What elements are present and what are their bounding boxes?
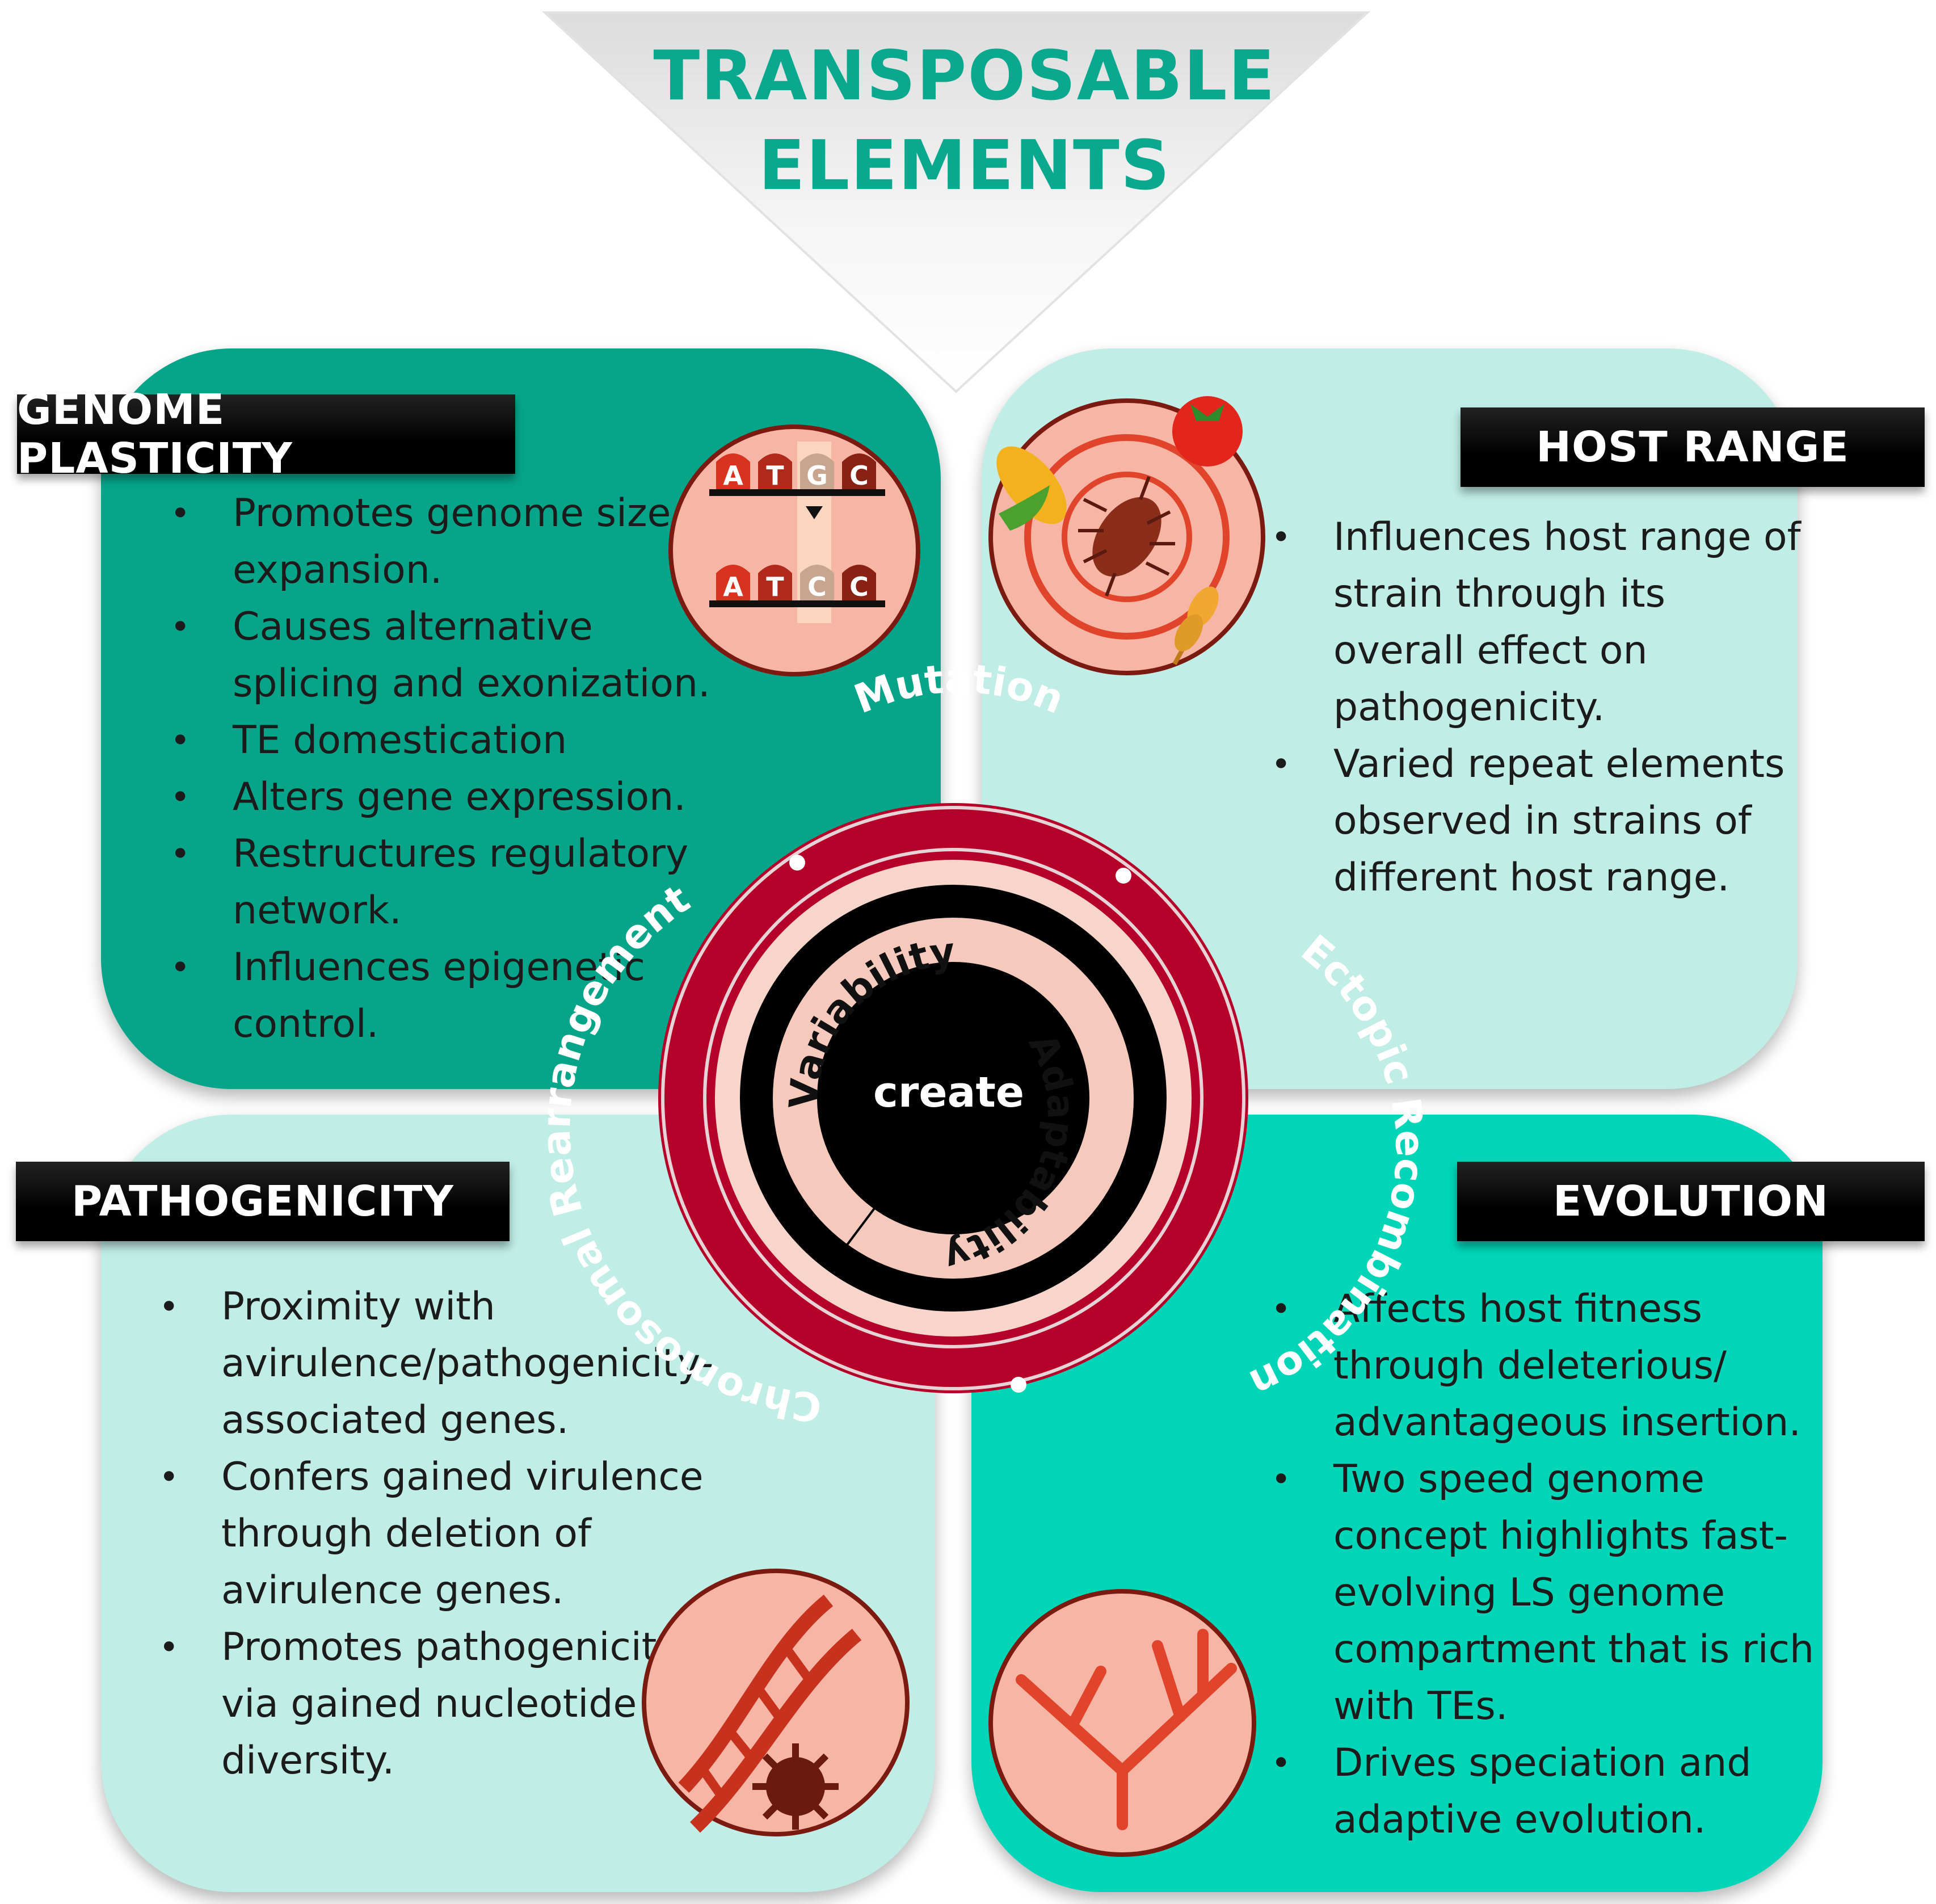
bullet-item: Causes alternative splicing and exonizat… — [170, 599, 715, 712]
base-letter: A — [723, 460, 743, 491]
ring-label-ectopic-recombination: Ectopic Recombination — [1243, 926, 1433, 1407]
base-tile — [758, 453, 792, 489]
title-line-2: ELEMENTS — [758, 127, 1171, 205]
bullet-item: Promotes genome size expansion. — [170, 485, 715, 599]
base-tile — [842, 453, 876, 489]
base-letter: T — [766, 460, 784, 491]
bullet-item: Drives speciation and adaptive evolution… — [1271, 1735, 1816, 1848]
base-letter: C — [807, 571, 827, 602]
bullet-item: Affects host fitness through deleterious… — [1271, 1281, 1816, 1451]
base-tile — [800, 565, 834, 600]
bullet-item: Influences host range of strain through … — [1271, 509, 1804, 736]
bullet-item: Alters gene expression. — [170, 769, 715, 826]
dna-helix-virus-icon — [642, 1569, 910, 1836]
base-letter: G — [806, 460, 828, 491]
pathogen-target-hosts-icon — [988, 396, 1265, 675]
bullet-item: Confers gained virulence through deletio… — [159, 1449, 726, 1619]
phylogenetic-tree-icon — [988, 1589, 1256, 1857]
bullet-item: Two speed genome concept highlights fast… — [1271, 1451, 1816, 1735]
ring-dot — [1116, 868, 1131, 884]
bullet-item: Influences epigenetic control. — [170, 939, 715, 1053]
bullet-item: Varied repeat elements observed in strai… — [1271, 736, 1804, 906]
title-line-1: TRANSPOSABLE — [653, 37, 1276, 116]
ring-dot — [789, 855, 805, 871]
bullet-item: Promotes pathogenicity via gained nucleo… — [159, 1619, 726, 1789]
bullets-evolution: Affects host fitness through deleterious… — [1271, 1281, 1816, 1848]
header-evolution: EVOLUTION — [1457, 1162, 1925, 1241]
core-circle — [817, 962, 1089, 1234]
ring-dot — [1011, 1377, 1026, 1393]
page-title: TRANSPOSABLE ELEMENTS — [545, 32, 1384, 211]
bullets-pathogenicity: Proximity with avirulence/pathogenicity-… — [159, 1279, 726, 1789]
header-pathogenicity: PATHOGENICITY — [16, 1162, 510, 1241]
header-host-range: HOST RANGE — [1461, 407, 1925, 487]
virus-icon — [752, 1743, 839, 1830]
base-tile — [842, 565, 876, 600]
base-letter: C — [849, 571, 869, 602]
bullet-item: Proximity with avirulence/pathogenicity-… — [159, 1279, 726, 1449]
core-label: create — [873, 1068, 1024, 1117]
bullet-item: TE domestication — [170, 712, 715, 769]
bullet-item: Restructures regulatory network. — [170, 826, 715, 939]
base-letter: A — [723, 571, 743, 602]
base-letter: T — [766, 571, 784, 602]
base-letter: C — [849, 460, 869, 491]
base-tile — [716, 565, 750, 600]
base-tile — [716, 453, 750, 489]
bullets-genome-plasticity: Promotes genome size expansion. Causes a… — [170, 485, 715, 1053]
base-tile — [800, 453, 834, 489]
ring-label-mutation: Mutation — [848, 655, 1071, 723]
base-tile — [758, 565, 792, 600]
bullets-host-range: Influences host range of strain through … — [1271, 509, 1804, 906]
